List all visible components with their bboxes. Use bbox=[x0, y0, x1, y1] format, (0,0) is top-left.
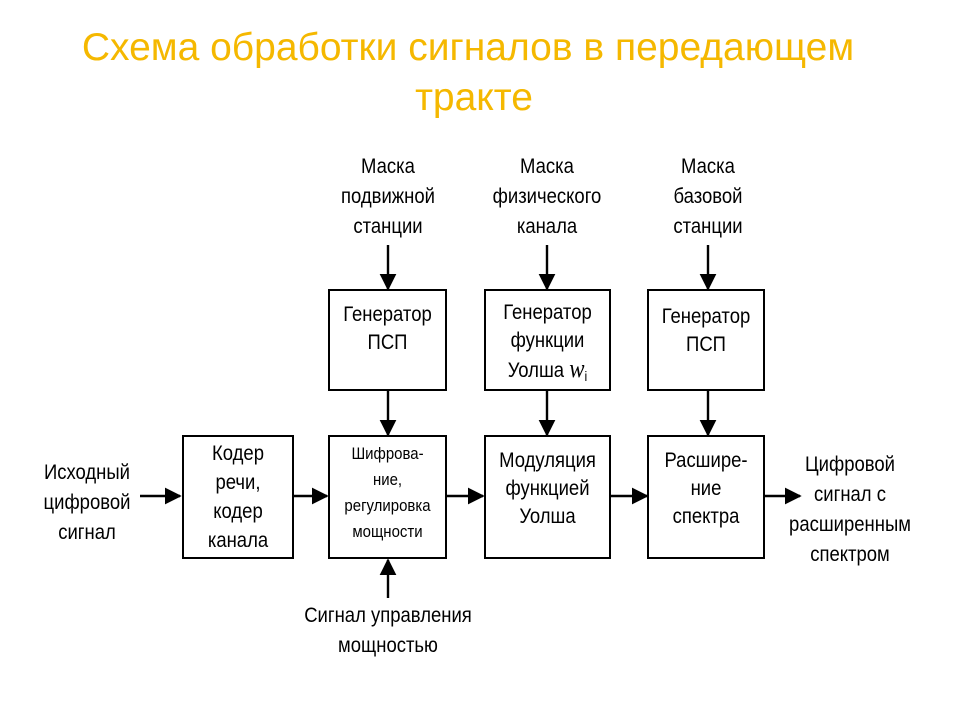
slide-title-line-2: тракте bbox=[415, 76, 533, 119]
walsh-w-symbol: w bbox=[569, 354, 585, 383]
slide-title-line-1: Схема обработки сигналов в передающем bbox=[81, 26, 855, 69]
